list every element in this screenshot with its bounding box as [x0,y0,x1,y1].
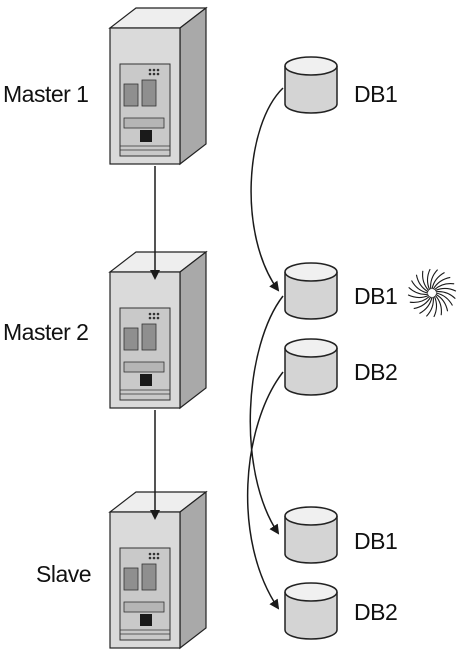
database-cylinder-icon [284,56,338,114]
db2-replication-curve [246,371,284,610]
starburst-ray [425,296,434,317]
database-cylinder-icon [284,506,338,564]
db-label-slave-db2: DB2 [354,599,397,625]
starburst-ray [433,283,455,291]
starburst-ray [435,293,449,312]
database-cylinder-icon [284,338,338,396]
starburst-ray [411,280,429,294]
db-label-master1-db1: DB1 [354,81,397,107]
starburst-ray [435,287,457,292]
starburst-ray [422,270,430,292]
starburst-ray [408,286,429,295]
starburst-ray [433,296,438,318]
starburst-ray [430,269,439,290]
starburst-ray [426,268,431,290]
database-cylinder-icon [284,582,338,640]
server-tower-icon [109,7,207,165]
starburst-ray [431,272,445,290]
starburst-ray [419,296,433,314]
db1-replication-curve-lower [249,295,284,535]
starburst-ray [432,276,451,290]
server-label-slave: Slave [36,561,91,587]
server-label-master-1: Master 1 [3,81,88,107]
server-tower-icon [109,491,207,649]
db-label-slave-db1: DB1 [354,528,397,554]
starburst-ray [413,296,432,310]
server-label-master-2: Master 2 [3,319,88,345]
starburst-ray [435,291,456,300]
db1-replication-curve-upper [250,87,284,292]
database-cylinder-icon [284,262,338,320]
starburst-icon [407,268,457,318]
starburst-ray [407,294,429,299]
starburst-ray [415,274,429,293]
server-master-1 [109,7,207,165]
starburst-ray [409,295,431,303]
db-label-master2-db2: DB2 [354,359,397,385]
db-label-master2-db1: DB1 [354,283,397,309]
server-slave [109,491,207,649]
starburst-ray [435,292,453,306]
server-tower-icon [109,251,207,409]
starburst-ray [434,294,442,316]
server-master-2 [109,251,207,409]
